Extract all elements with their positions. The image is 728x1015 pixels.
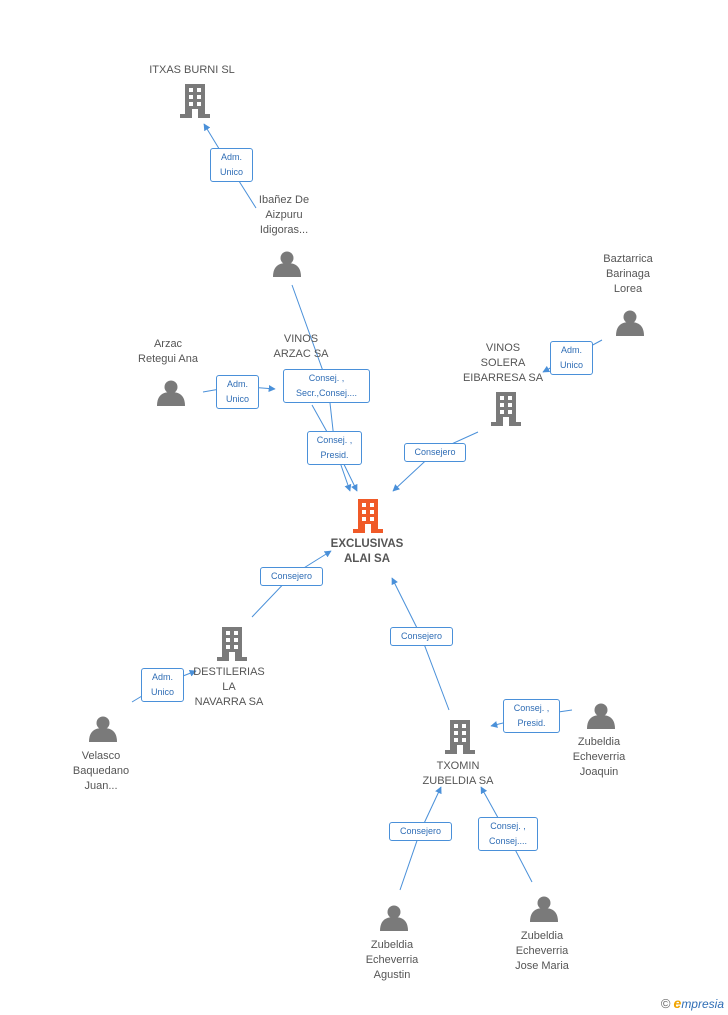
node-baztarrica[interactable] bbox=[616, 310, 644, 337]
node-arzac-ana[interactable] bbox=[157, 380, 185, 407]
edge-label-vinos-arzac-exclusivas[interactable]: Consej. , Secr.,Consej.... bbox=[283, 369, 370, 403]
empresia-logo[interactable]: © empresia bbox=[661, 995, 724, 1011]
label-baztarrica: Baztarrica Barinaga Lorea bbox=[603, 253, 653, 295]
person-icon bbox=[530, 896, 558, 922]
edge-ibanez-exclusivas bbox=[291, 284, 352, 492]
building-icon bbox=[491, 392, 521, 426]
node-itxas[interactable] bbox=[180, 84, 210, 118]
label-zubeldia-joaquin: Zubeldia Echeverria Joaquin bbox=[572, 736, 626, 778]
node-zubeldia-jose[interactable] bbox=[530, 896, 558, 923]
edge-label-solera-exclusivas[interactable]: Consejero bbox=[404, 443, 466, 462]
brand-initial: e bbox=[673, 995, 682, 1011]
label-velasco: Velasco Baquedano Juan... bbox=[72, 750, 130, 792]
label-ibanez: Ibañez De Aizpuru Idigoras... bbox=[258, 194, 310, 236]
label-vinos-arzac: VINOS ARZAC SA bbox=[273, 333, 329, 360]
node-velasco[interactable] bbox=[89, 716, 117, 743]
edge-label-baztarrica-solera[interactable]: Adm. Unico bbox=[550, 341, 593, 375]
label-exclusivas: EXCLUSIVAS ALAI SA bbox=[330, 538, 404, 565]
label-itxas: ITXAS BURNI SL bbox=[149, 64, 235, 76]
node-destilerias[interactable] bbox=[217, 627, 247, 661]
node-exclusivas[interactable] bbox=[353, 499, 383, 533]
node-vinos-solera[interactable] bbox=[491, 392, 521, 426]
copyright-symbol: © bbox=[660, 995, 671, 1011]
building-icon bbox=[445, 720, 475, 754]
edge-label-joaquin-txomin[interactable]: Consej. , Presid. bbox=[503, 699, 560, 733]
edge-label-ibanez-exclusivas[interactable]: Consej. , Presid. bbox=[307, 431, 362, 465]
person-icon bbox=[157, 380, 185, 406]
label-arzac-ana: Arzac Retegui Ana bbox=[138, 338, 198, 365]
label-zubeldia-agustin: Zubeldia Echeverria Agustin bbox=[365, 939, 419, 981]
edge-label-jose-txomin[interactable]: Consej. , Consej.... bbox=[478, 817, 538, 851]
edge-label-arzac-vinos[interactable]: Adm. Unico bbox=[216, 375, 259, 409]
edge-label-velasco-destilerias[interactable]: Adm. Unico bbox=[141, 668, 184, 702]
person-icon bbox=[89, 716, 117, 742]
label-vinos-solera: VINOS SOLERA EIBARRESA SA bbox=[462, 342, 544, 384]
edge-label-ibanez-itxas[interactable]: Adm. Unico bbox=[210, 148, 253, 182]
label-zubeldia-jose: Zubeldia Echeverria Jose Maria bbox=[515, 930, 569, 972]
node-ibanez[interactable] bbox=[273, 251, 301, 278]
brand-name: mpresia bbox=[681, 997, 724, 1011]
person-icon bbox=[587, 703, 615, 729]
node-txomin[interactable] bbox=[445, 720, 475, 754]
edge-label-agustin-txomin[interactable]: Consejero bbox=[389, 822, 452, 841]
edge-label-txomin-exclusivas[interactable]: Consejero bbox=[390, 627, 453, 646]
label-txomin: TXOMIN ZUBELDIA SA bbox=[422, 760, 494, 787]
person-icon bbox=[273, 251, 301, 277]
node-zubeldia-joaquin[interactable] bbox=[587, 703, 615, 730]
edge-label-destilerias-exclusivas[interactable]: Consejero bbox=[260, 567, 323, 586]
node-zubeldia-agustin[interactable] bbox=[380, 905, 408, 932]
building-icon bbox=[180, 84, 210, 118]
building-icon bbox=[353, 499, 383, 533]
label-destilerias: DESTILERIAS LA NAVARRA SA bbox=[193, 666, 265, 708]
building-icon bbox=[217, 627, 247, 661]
person-icon bbox=[380, 905, 408, 931]
person-icon bbox=[616, 310, 644, 336]
